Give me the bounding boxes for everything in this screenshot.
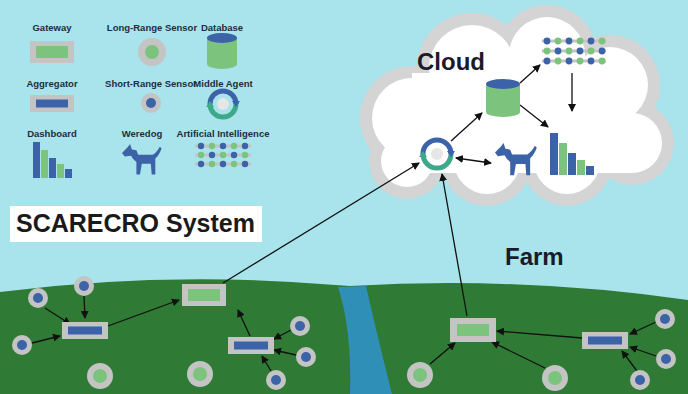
legend-label: Middle Agent — [193, 78, 252, 89]
legend-label: Artificial Intelligence — [177, 128, 270, 139]
farm-arrows — [32, 296, 656, 371]
cloud-region: Cloud — [352, 3, 682, 208]
farm-devices — [12, 276, 676, 391]
region-label: Farm — [505, 243, 564, 271]
legend-label: Short-Range Sensor — [105, 78, 197, 89]
legend-label: Aggregator — [26, 78, 77, 89]
node-label: Cloud — [417, 48, 485, 76]
legend-icons — [30, 33, 251, 178]
cloud-shape — [352, 3, 682, 208]
diagram-title: SCARECRO System — [10, 206, 262, 242]
legend-label: Weredog — [122, 128, 162, 139]
legend-label: Gateway — [32, 22, 71, 33]
legend-label: Long-Range Sensor — [107, 22, 197, 33]
legend-label: Dashboard — [27, 128, 77, 139]
legend-label: Database — [201, 22, 243, 33]
